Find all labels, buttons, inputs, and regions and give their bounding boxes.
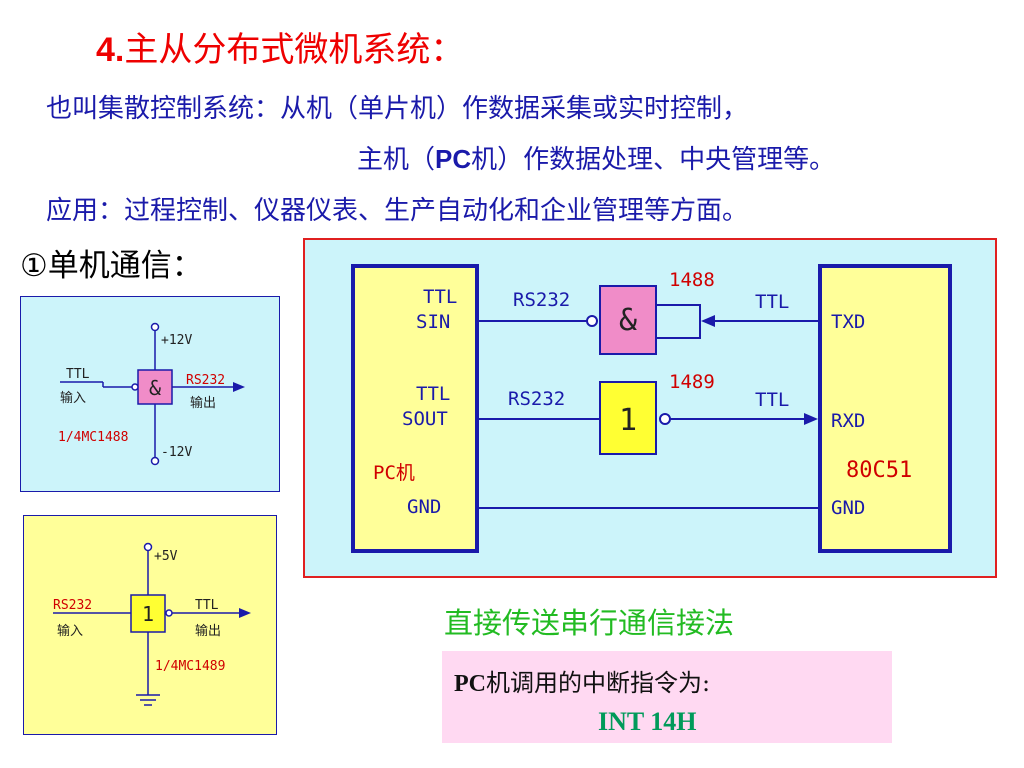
inverter-gate: [130, 594, 166, 633]
desc-line-1: 也叫集散控制系统：从机（单片机）作数据采集或实时控制，: [46, 94, 749, 124]
title-text: 主从分布式微机系统：: [124, 30, 465, 70]
input-bubble: [131, 383, 139, 391]
rs232-bottom-label: RS232: [508, 388, 565, 410]
part-label: 1/4MC1489: [155, 659, 225, 674]
desc-line-3: 应用：过程控制、仪器仪表、生产自动化和企业管理等方面。: [46, 196, 749, 226]
mcu-txd-label: TXD: [831, 311, 865, 333]
interrupt-note-line-1: PC机调用的中断指令为:: [454, 663, 710, 698]
pc-sin-ttl-label: TTL: [423, 286, 457, 308]
pc-sout-label: SOUT: [402, 408, 448, 430]
serial-connection-diagram: & 1488 1 1489 TTL SIN TTL SOUT PC机 GND R…: [303, 238, 997, 578]
chip-1489-label: 1489: [669, 371, 715, 393]
negative-supply-terminal: [150, 456, 160, 466]
interrupt-note-pc: PC: [454, 671, 486, 697]
desc-line-2: 主机（PC机）作数据处理、中央管理等。: [357, 139, 835, 176]
vplus-label: +5V: [154, 549, 178, 564]
page-title: 4.主从分布式微机系统：: [96, 22, 464, 71]
pc-gnd-label: GND: [407, 496, 441, 518]
inverter-output-bubble: [659, 413, 671, 425]
rs232-input-label: RS232: [53, 598, 92, 613]
ttl-output-label: TTL: [195, 598, 219, 613]
mc1489-diagram: +5V 1 RS232 输入 TTL 输出 1/4MC1489: [23, 515, 277, 735]
supply-terminal: [143, 542, 153, 552]
and-gate-input-bracket: [656, 304, 701, 339]
output-arrow: [239, 608, 251, 618]
rs232-output-label: RS232: [186, 373, 225, 388]
input-label: 输入: [60, 390, 86, 406]
output-label: 输出: [195, 623, 221, 639]
pc-sin-label: SIN: [416, 311, 450, 333]
and-gate-output-bubble: [586, 315, 598, 327]
pc-name-label: PC机: [373, 462, 415, 484]
output-label: 输出: [190, 395, 216, 411]
ttl-input-label: TTL: [66, 367, 90, 382]
ttl-top-label: TTL: [755, 291, 789, 313]
desc-line-2-pre: 主机（: [357, 145, 436, 175]
mcu-name-label: 80C51: [846, 458, 912, 483]
pc-chip: [351, 264, 479, 553]
ttl-bottom-label: TTL: [755, 389, 789, 411]
inverter-gate-symbol: 1: [142, 602, 154, 626]
interrupt-note-text: 机调用的中断指令为:: [486, 669, 711, 697]
and-gate-1488: [599, 285, 657, 355]
and-gate-symbol: &: [149, 376, 161, 400]
and-gate-symbol: &: [619, 303, 637, 338]
output-arrow: [233, 382, 245, 392]
mcu-gnd-label: GND: [831, 497, 865, 519]
mcu-chip: [818, 264, 952, 553]
diagram-caption: 直接传送串行通信接法: [444, 606, 735, 640]
inverter-gate-symbol: 1: [619, 403, 637, 438]
output-bubble: [165, 609, 173, 617]
vminus-label: -12V: [161, 445, 192, 460]
mcu-rxd-label: RXD: [831, 410, 865, 432]
input-label: 输入: [57, 623, 83, 639]
inverter-gate-1489: [599, 381, 657, 455]
interrupt-instruction: INT 14H: [598, 707, 697, 736]
vplus-label: +12V: [161, 333, 192, 348]
rxd-arrow: [804, 413, 818, 425]
title-number: 4.: [96, 31, 125, 69]
section-title: ①单机通信：: [20, 248, 203, 284]
part-label: 1/4MC1488: [58, 430, 128, 445]
txd-arrow: [701, 315, 715, 327]
supply-terminal: [150, 322, 160, 332]
desc-line-2-post: 机）作数据处理、中央管理等。: [471, 145, 836, 175]
desc-line-2-bold: PC: [435, 144, 472, 174]
chip-1488-label: 1488: [669, 269, 715, 291]
pc-sout-ttl-label: TTL: [416, 383, 450, 405]
interrupt-note: PC机调用的中断指令为: INT 14H: [442, 651, 892, 743]
mc1488-diagram: +12V & -12V TTL 输入 RS232 输出 1/4MC1488: [20, 296, 280, 492]
rs232-top-label: RS232: [513, 289, 570, 311]
